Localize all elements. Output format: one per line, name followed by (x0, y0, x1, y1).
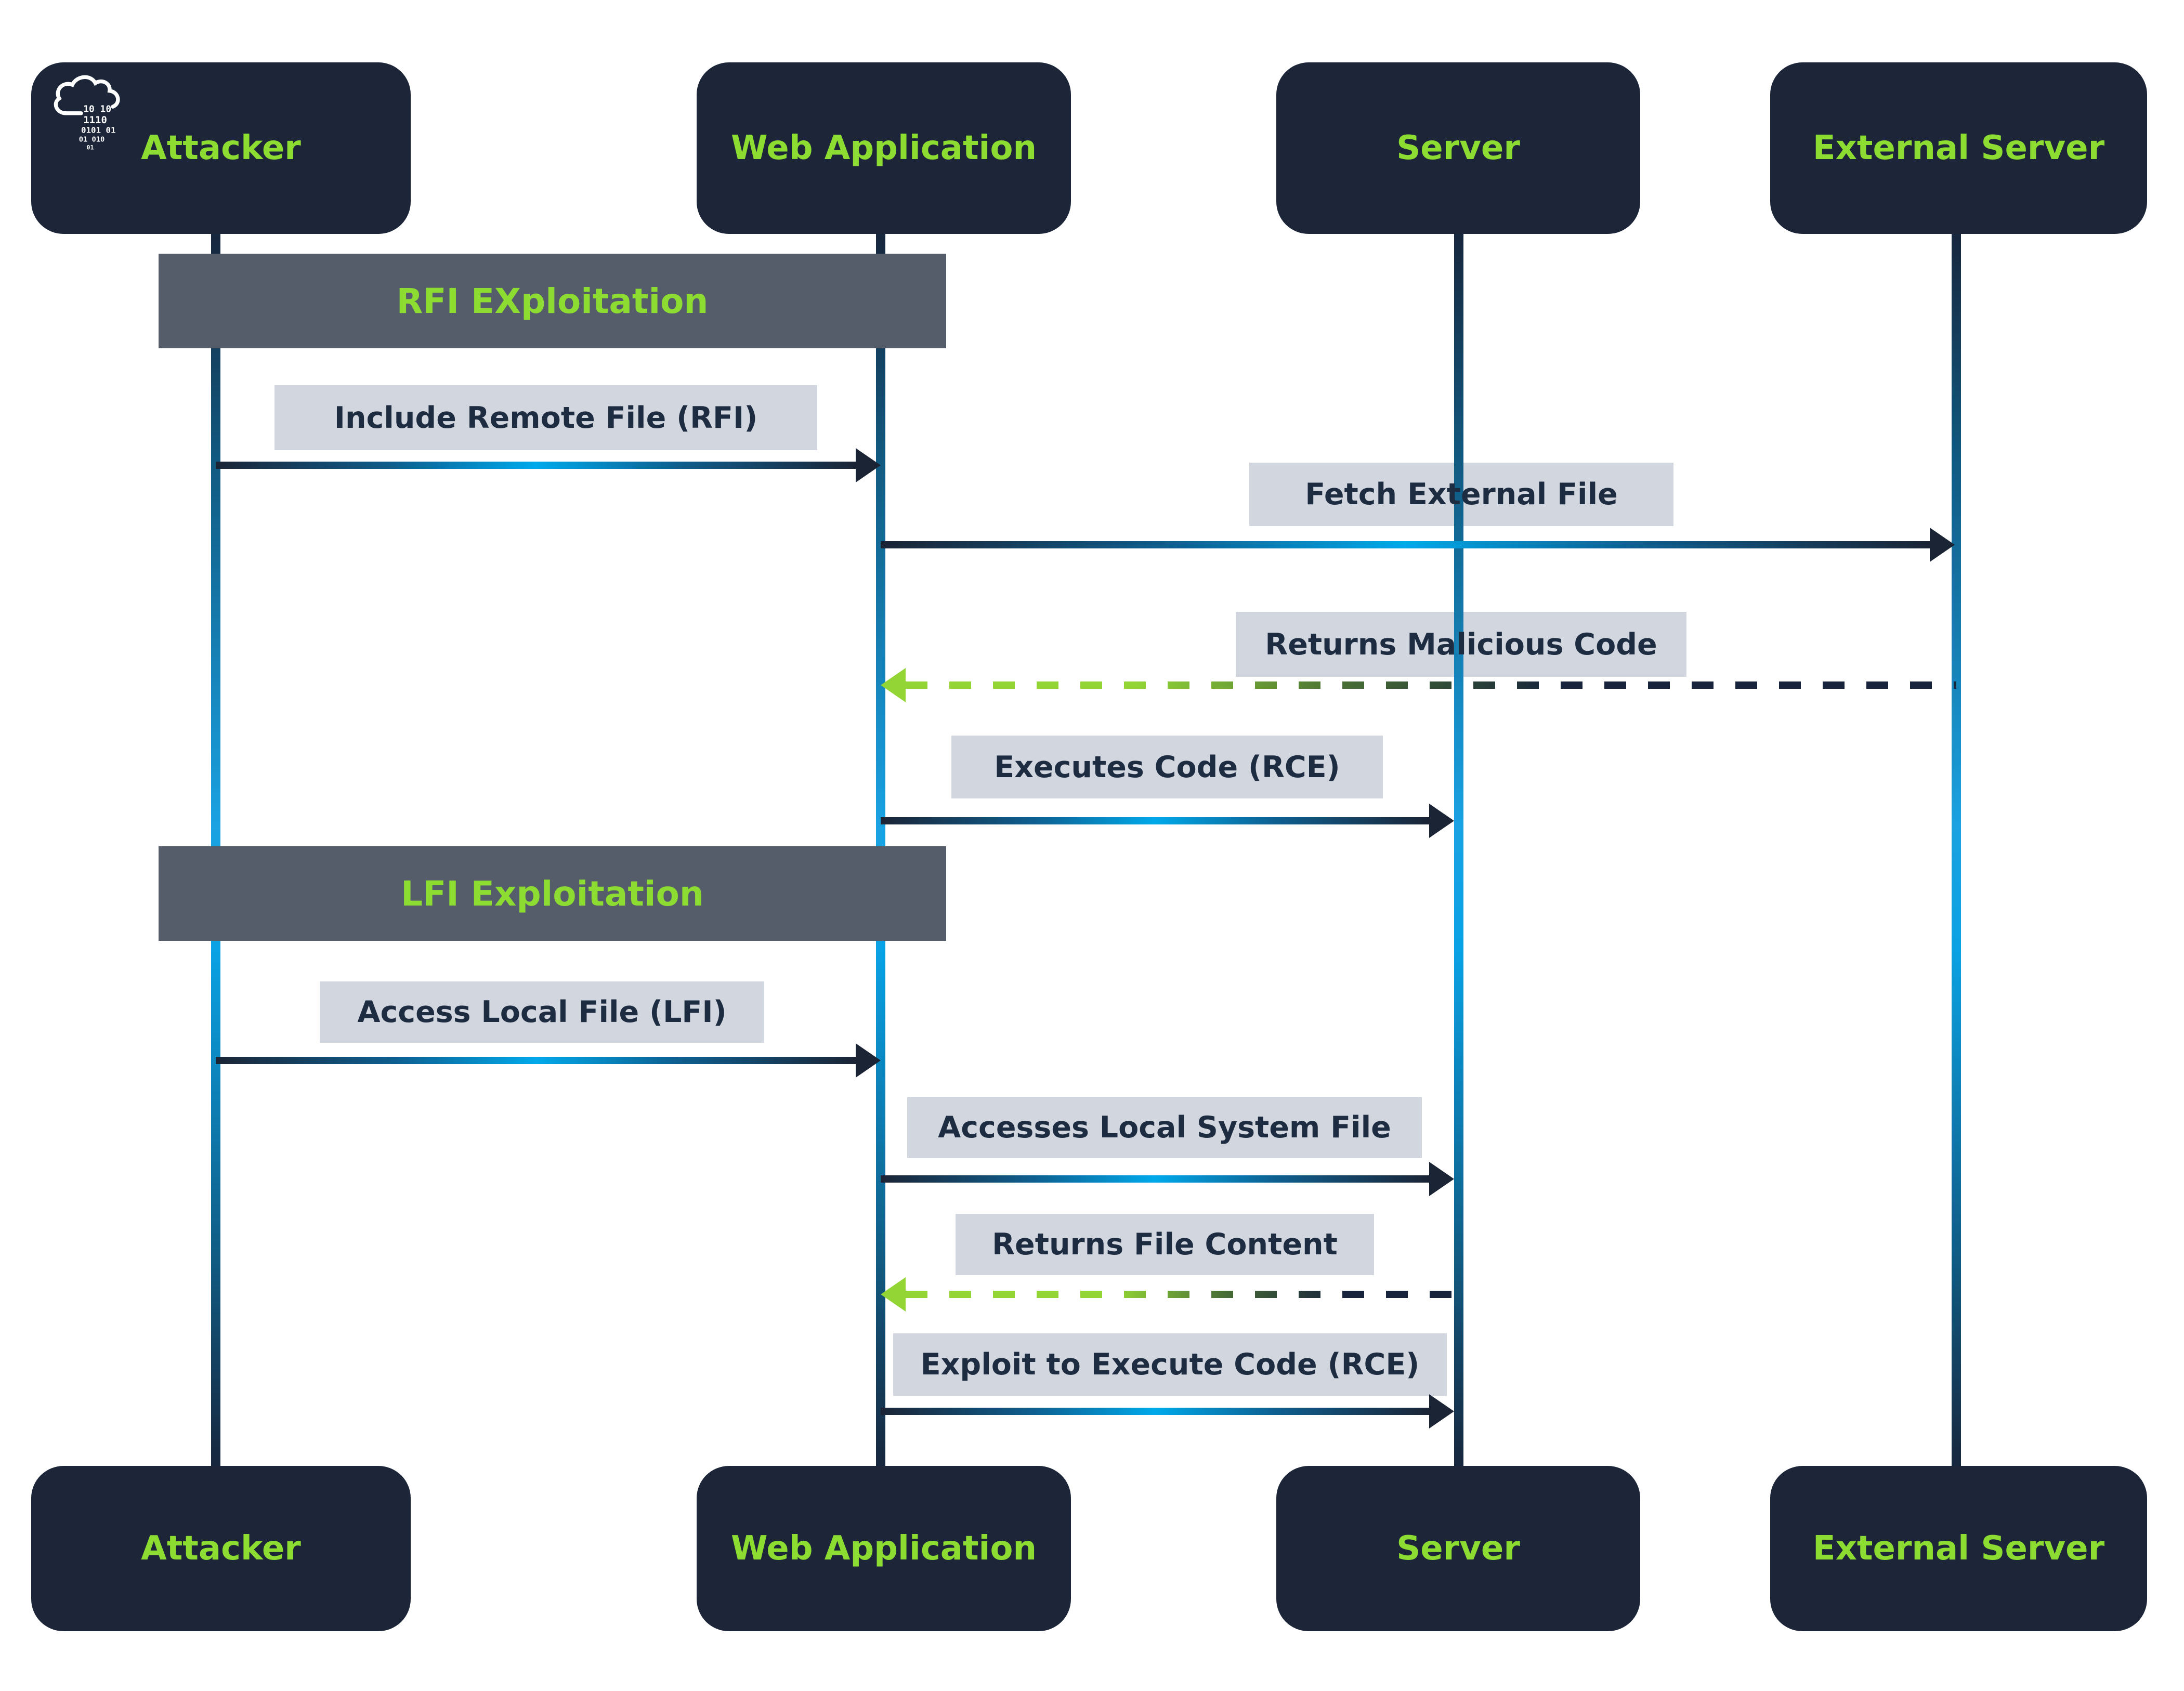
arrowhead-right-icon (1429, 1394, 1454, 1428)
message-text-exploit-to-execute-code: Exploit to Execute Code (RCE) (920, 1347, 1420, 1382)
section-bar-rfi-exploitation: RFI EXploitation (159, 254, 946, 348)
actor-label-server: Server (1396, 129, 1520, 167)
message-label-returns-file-content: Returns File Content (956, 1214, 1374, 1275)
arrow-executes-code-rce (881, 817, 1429, 824)
arrowhead-right-icon (856, 448, 881, 482)
arrowhead-right-icon (1930, 528, 1955, 562)
message-text-include-remote-file: Include Remote File (RFI) (334, 400, 758, 435)
message-label-background (893, 1333, 1447, 1396)
actor-box-external-server-top: External Server (1770, 62, 2147, 234)
actor-label-web-application: Web Application (730, 1529, 1037, 1568)
message-label-access-local-file: Access Local File (LFI) (320, 981, 764, 1043)
message-label-include-remote-file: Include Remote File (RFI) (274, 385, 817, 450)
cloud-binary-rain-icon: 10 10 1110 0101 01 01 010 01 (54, 75, 120, 151)
arrowhead-left-icon (881, 668, 906, 702)
message-text-access-local-file: Access Local File (LFI) (357, 995, 727, 1029)
arrowhead-left-icon (881, 1277, 906, 1312)
binary-row: 01 010 (79, 136, 104, 144)
lifeline-external-server (1952, 231, 1961, 1469)
message-text-accesses-local-system-file: Accesses Local System File (938, 1110, 1391, 1145)
binary-row: 1110 (83, 114, 107, 126)
message-label-background (274, 385, 817, 450)
actor-box-server-top: Server (1276, 62, 1640, 234)
arrowhead-right-icon (1429, 1162, 1454, 1196)
section-title-lfi: LFI Exploitation (401, 873, 704, 914)
arrow-exploit-to-execute-code (881, 1408, 1429, 1415)
message-label-fetch-external-file: Fetch External File (1249, 463, 1673, 526)
message-label-executes-code-rce: Executes Code (RCE) (951, 736, 1383, 798)
binary-row: 10 10 (83, 104, 111, 115)
arrow-accesses-local-system-file (881, 1175, 1429, 1183)
message-label-exploit-to-execute-code: Exploit to Execute Code (RCE) (893, 1333, 1447, 1396)
actor-label-web-application: Web Application (730, 129, 1037, 167)
actor-box-attacker-top: 10 10 1110 0101 01 01 010 01 Attacker (31, 62, 411, 234)
message-label-background (907, 1097, 1422, 1158)
message-text-executes-code-rce: Executes Code (RCE) (994, 750, 1340, 784)
message-text-returns-file-content: Returns File Content (992, 1227, 1338, 1262)
actor-box-server-bottom: Server (1276, 1466, 1640, 1631)
actor-box-web-application-bottom: Web Application (697, 1466, 1071, 1631)
actor-label-external-server: External Server (1812, 1529, 2105, 1568)
dashed-arrow-returns-file-content (906, 1291, 1459, 1298)
lifeline-server (1454, 231, 1463, 1469)
section-bar-lfi-exploitation: LFI Exploitation (159, 846, 946, 941)
binary-row: 0101 01 (81, 125, 116, 135)
dashed-arrow-returns-malicious-code (906, 681, 1956, 689)
section-title-rfi: RFI EXploitation (396, 281, 709, 321)
message-label-accesses-local-system-file: Accesses Local System File (907, 1097, 1422, 1158)
actor-label-attacker: Attacker (141, 1529, 301, 1568)
arrow-fetch-external-file (881, 541, 1930, 548)
message-label-background (956, 1214, 1374, 1275)
actor-box-external-server-bottom: External Server (1770, 1466, 2147, 1631)
actor-label-server: Server (1396, 1529, 1520, 1568)
message-label-background (951, 736, 1383, 798)
arrow-include-remote-file (216, 462, 856, 469)
arrowhead-right-icon (856, 1043, 881, 1078)
arrowhead-right-icon (1429, 804, 1454, 838)
actor-label-external-server: External Server (1812, 129, 2105, 167)
message-text-returns-malicious-code: Returns Malicious Code (1265, 627, 1657, 662)
message-text-fetch-external-file: Fetch External File (1305, 477, 1618, 512)
arrow-access-local-file (216, 1057, 856, 1064)
actor-box-web-application-top: Web Application (697, 62, 1071, 234)
actor-box-attacker-bottom: Attacker (31, 1466, 411, 1631)
actor-label-attacker: Attacker (141, 129, 301, 167)
message-label-background (320, 981, 764, 1043)
message-label-returns-malicious-code: Returns Malicious Code (1236, 612, 1686, 677)
binary-row: 01 (87, 143, 94, 151)
